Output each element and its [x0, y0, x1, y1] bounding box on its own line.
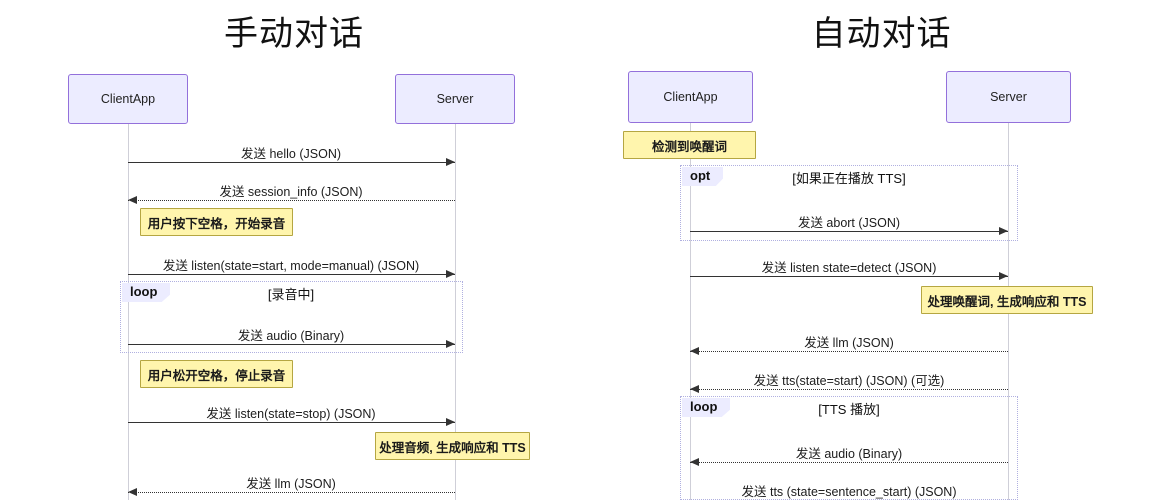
participant-server[interactable]: Server — [946, 71, 1071, 123]
message-label: 发送 listen state=detect (JSON) — [761, 261, 937, 275]
message-line — [128, 422, 455, 423]
message-label: 发送 tts (state=sentence_start) (JSON) — [741, 485, 957, 499]
fragment-tag-loop: loop — [122, 283, 171, 302]
participant-server[interactable]: Server — [395, 74, 515, 124]
arrow-head-left-icon — [128, 195, 137, 204]
arrow-head-right-icon — [999, 226, 1008, 235]
fragment-tag-loop: loop — [682, 398, 731, 417]
message-line — [690, 351, 1008, 352]
message-line — [128, 344, 455, 345]
arrow-head-left-icon — [690, 384, 699, 393]
message-label: 发送 llm (JSON) — [246, 477, 336, 491]
message-line — [690, 231, 1008, 232]
fragment-condition: [TTS 播放] — [818, 402, 880, 417]
fragment-tag-opt: opt — [682, 167, 724, 186]
sequence-diagram-auto: 自动对话 ClientApp Server 检测到唤醒词 opt [如果正在播放… — [588, 0, 1175, 500]
sequence-diagram-manual: 手动对话 ClientApp Server 发送 hello (JSON) 发送… — [68, 15, 530, 500]
lifeline-server — [455, 124, 456, 500]
message-label: 发送 session_info (JSON) — [219, 185, 363, 199]
fragment-condition: [录音中] — [267, 287, 315, 302]
message-label: 发送 audio (Binary) — [795, 447, 903, 461]
fragment-opt — [680, 165, 1018, 241]
arrow-head-right-icon — [446, 157, 455, 166]
arrow-head-right-icon — [446, 339, 455, 348]
participant-clientapp[interactable]: ClientApp — [68, 74, 188, 124]
message-line — [690, 389, 1008, 390]
message-label: 发送 llm (JSON) — [804, 336, 894, 350]
note-box: 用户松开空格，停止录音 — [140, 360, 293, 388]
arrow-head-left-icon — [690, 346, 699, 355]
message-line — [690, 276, 1008, 277]
message-line — [128, 162, 455, 163]
note-box: 用户按下空格，开始录音 — [140, 208, 293, 236]
note-box: 处理音频, 生成响应和 TTS — [375, 432, 530, 460]
message-line — [128, 492, 455, 493]
diagram-title-auto: 自动对话 — [811, 15, 952, 53]
fragment-condition: [如果正在播放 TTS] — [792, 171, 906, 186]
message-line — [128, 200, 455, 201]
message-label: 发送 audio (Binary) — [237, 329, 345, 343]
note-box: 检测到唤醒词 — [623, 131, 756, 159]
message-label: 发送 tts(state=start) (JSON) (可选) — [753, 374, 945, 388]
diagram-title-manual: 手动对话 — [224, 15, 364, 53]
participant-clientapp[interactable]: ClientApp — [628, 71, 753, 123]
fragment-loop — [120, 281, 463, 353]
message-line — [690, 462, 1008, 463]
message-line — [128, 274, 455, 275]
arrow-head-left-icon — [690, 457, 699, 466]
arrow-head-left-icon — [128, 487, 137, 496]
lifeline-clientapp — [690, 123, 691, 500]
arrow-head-right-icon — [446, 269, 455, 278]
arrow-head-right-icon — [446, 417, 455, 426]
message-label: 发送 abort (JSON) — [797, 216, 901, 230]
message-label: 发送 listen(state=stop) (JSON) — [206, 407, 376, 421]
message-label: 发送 listen(state=start, mode=manual) (JSO… — [162, 259, 420, 273]
lifeline-clientapp — [128, 124, 129, 500]
message-label: 发送 hello (JSON) — [240, 147, 342, 161]
note-box: 处理唤醒词, 生成响应和 TTS — [921, 286, 1093, 314]
arrow-head-right-icon — [999, 271, 1008, 280]
